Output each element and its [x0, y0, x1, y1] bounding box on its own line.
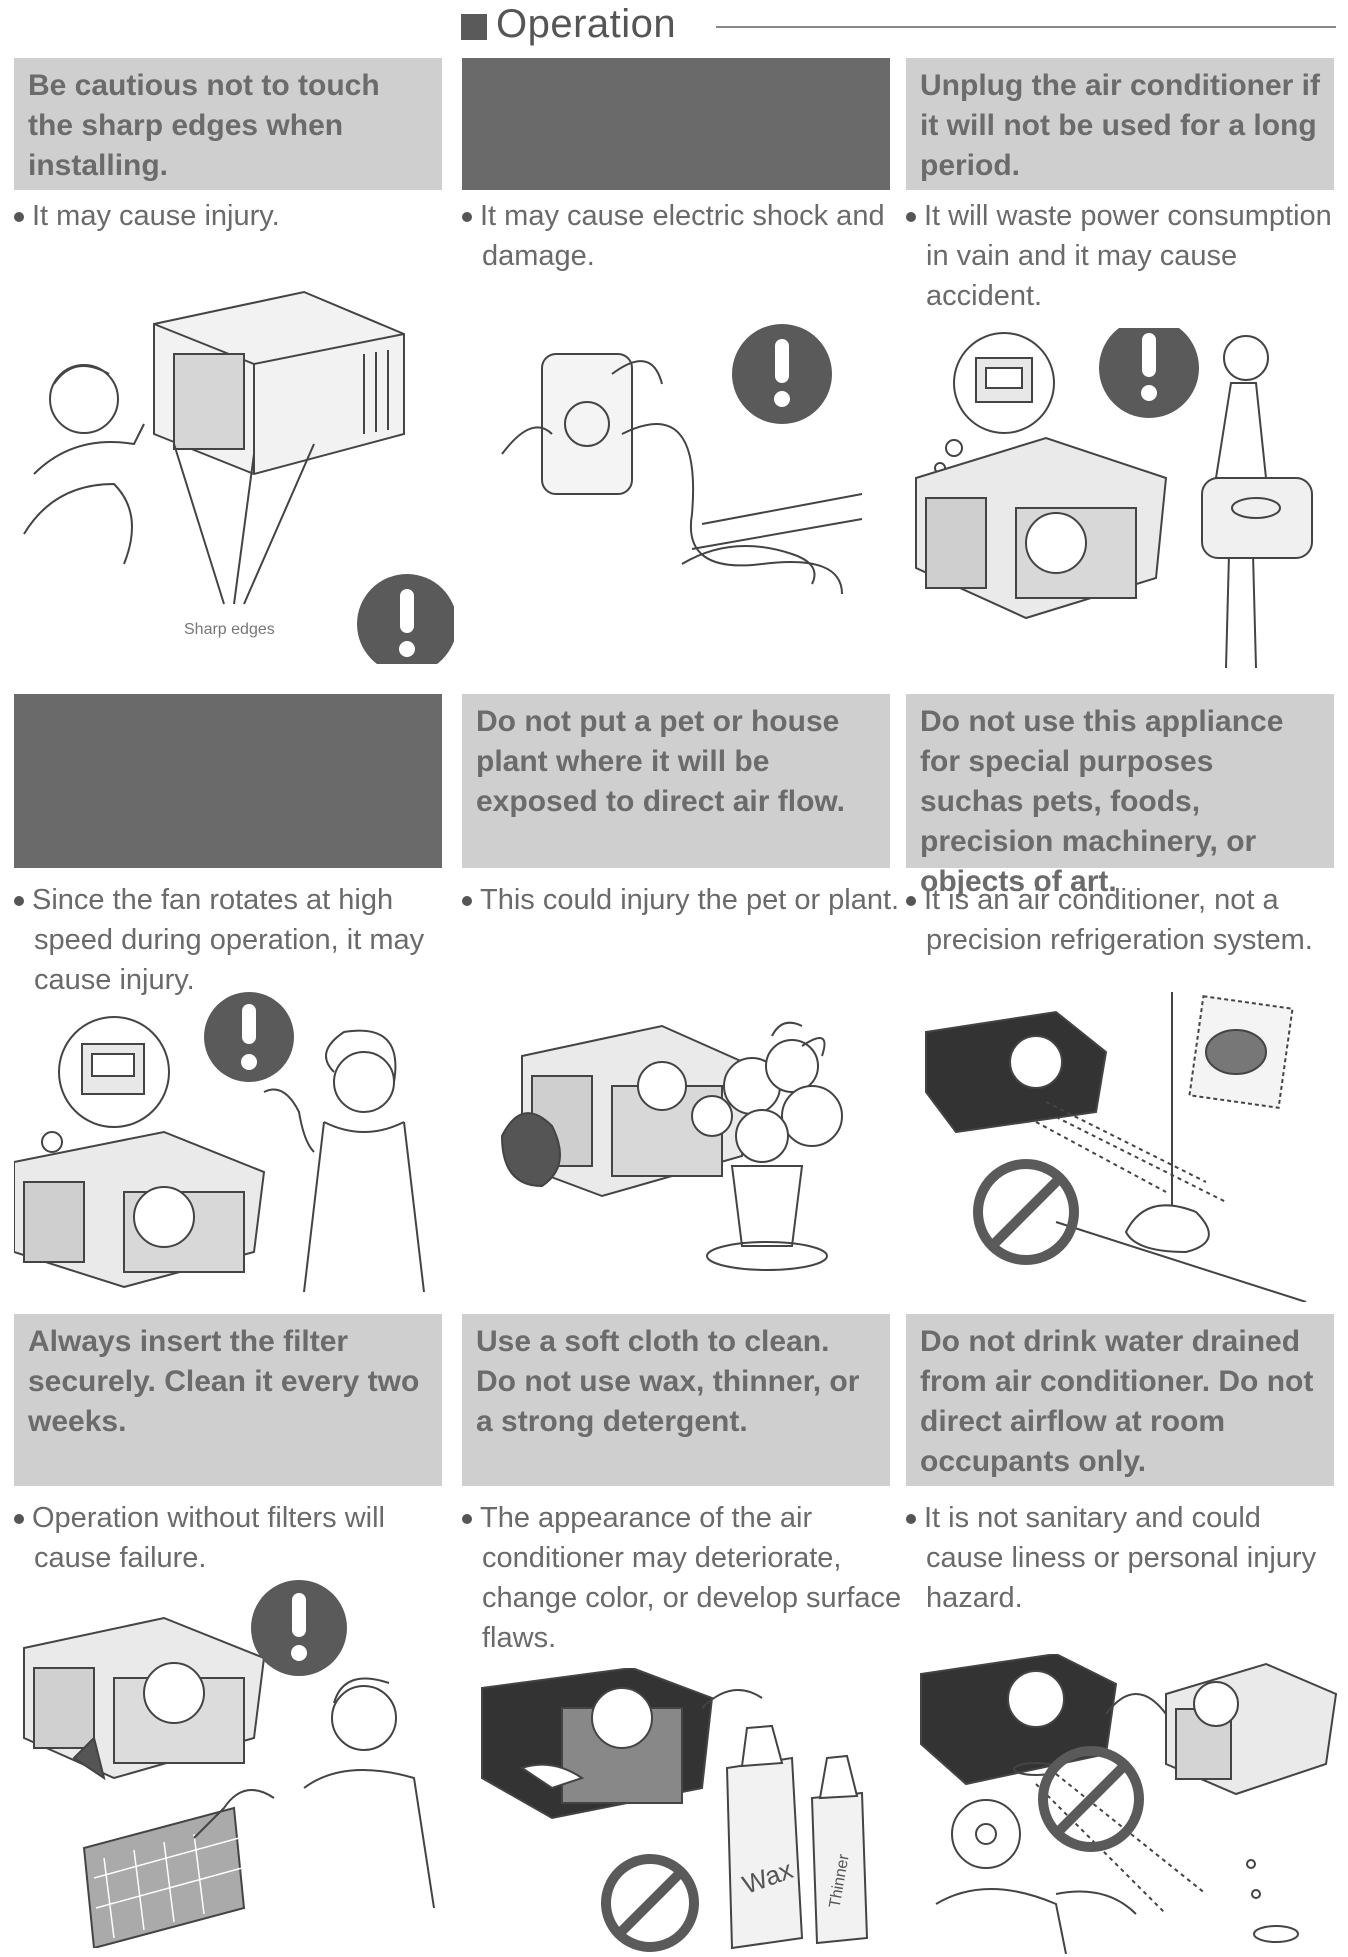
notice-desc: This could injury the pet or plant. [462, 880, 902, 920]
illustration-fan [14, 992, 454, 1292]
notice-desc: It will waste power consumption in vain … [906, 196, 1346, 316]
bullet-icon [14, 1514, 24, 1525]
header-rule [716, 26, 1336, 28]
bullet-icon [462, 896, 472, 907]
illustration-pet-plant [462, 1016, 902, 1306]
notice-cell-fan-rotation: Since the fan rotates at high speed duri… [14, 694, 442, 1294]
exclamation-icon [357, 574, 454, 664]
section-marker-icon [461, 14, 487, 40]
notice-cell-sharp-edges: Be cautious not to touch the sharp edges… [14, 58, 454, 678]
notice-heading: Always insert the filter securely. Clean… [14, 1314, 442, 1486]
notice-desc-text: Operation without filters will cause fai… [32, 1502, 385, 1574]
notice-desc: It is an air conditioner, not a precisio… [906, 880, 1346, 960]
notice-desc: Operation without filters will cause fai… [14, 1498, 454, 1578]
notice-desc-text: It may cause injury. [32, 200, 280, 232]
exclamation-icon [732, 324, 832, 424]
exclamation-icon [204, 992, 294, 1082]
notice-desc: Since the fan rotates at high speed duri… [14, 880, 454, 1000]
page-title: Operation [496, 2, 677, 46]
notice-desc: The appearance of the air conditioner ma… [462, 1498, 902, 1658]
notice-cell-filter: Always insert the filter securely. Clean… [14, 1314, 442, 1954]
prohibition-icon [973, 1159, 1079, 1265]
notice-desc: It may cause injury. [14, 196, 454, 236]
notice-cell-drain-water: Do not drink water drained from air cond… [906, 1314, 1338, 1954]
notice-cell-pet-plant: Do not put a pet or house plant where it… [462, 694, 899, 1294]
notice-cell-special-purpose: Do not use this appliance for special pu… [906, 694, 1334, 1302]
notice-desc-text: It may cause electric shock and damage. [480, 200, 885, 272]
prohibition-icon [601, 1854, 699, 1952]
illustration-sharp-edges: Sharp edges [14, 284, 454, 664]
illustration-drain-water [906, 1654, 1346, 1954]
caption-sharp-edges: Sharp edges [184, 621, 275, 638]
notice-heading: Unplug the air conditioner if it will no… [906, 58, 1334, 190]
bullet-icon [462, 1514, 472, 1525]
notice-desc-text: It is an air conditioner, not a precisio… [924, 884, 1313, 956]
bullet-icon [14, 212, 24, 223]
notice-heading: Do not put a pet or house plant where it… [462, 694, 890, 868]
illustration-cleaning: Wax Thinner [462, 1668, 902, 1953]
illustration-special-purpose [906, 992, 1346, 1302]
notice-cell-unplug: Unplug the air conditioner if it will no… [906, 58, 1334, 678]
notice-heading [462, 58, 890, 190]
illustration-plug [462, 314, 902, 654]
notice-desc-text: The appearance of the air conditioner ma… [480, 1502, 902, 1654]
notice-heading: Do not use this appliance for special pu… [906, 694, 1334, 898]
illustration-unplug [906, 328, 1346, 688]
notice-desc-text: Since the fan rotates at high speed duri… [32, 884, 425, 996]
notice-desc: It may cause electric shock and damage. [462, 196, 902, 276]
notice-heading [14, 694, 442, 868]
notice-desc-text: It is not sanitary and could cause lines… [924, 1502, 1317, 1614]
bullet-icon [906, 896, 916, 907]
notice-desc: It is not sanitary and could cause lines… [906, 1498, 1346, 1618]
bullet-icon [14, 896, 24, 907]
bullet-icon [906, 212, 916, 223]
exclamation-icon [251, 1580, 347, 1676]
bullet-icon [462, 212, 472, 223]
prohibition-icon [1038, 1746, 1144, 1852]
notice-cell-cleaning: Use a soft cloth to clean. Do not use wa… [462, 1314, 901, 1954]
notice-cell-electric-shock: It may cause electric shock and damage. [462, 58, 890, 678]
notice-heading: Be cautious not to touch the sharp edges… [14, 58, 442, 190]
notice-desc-text: This could injury the pet or plant. [480, 884, 900, 916]
illustration-filter [14, 1578, 454, 1948]
page-header: Operation [0, 0, 1348, 56]
notice-heading: Do not drink water drained from air cond… [906, 1314, 1334, 1486]
notice-heading: Use a soft cloth to clean. Do not use wa… [462, 1314, 890, 1486]
exclamation-icon [1099, 328, 1199, 418]
notice-desc-text: It will waste power consumption in vain … [924, 200, 1332, 312]
bullet-icon [906, 1514, 916, 1525]
